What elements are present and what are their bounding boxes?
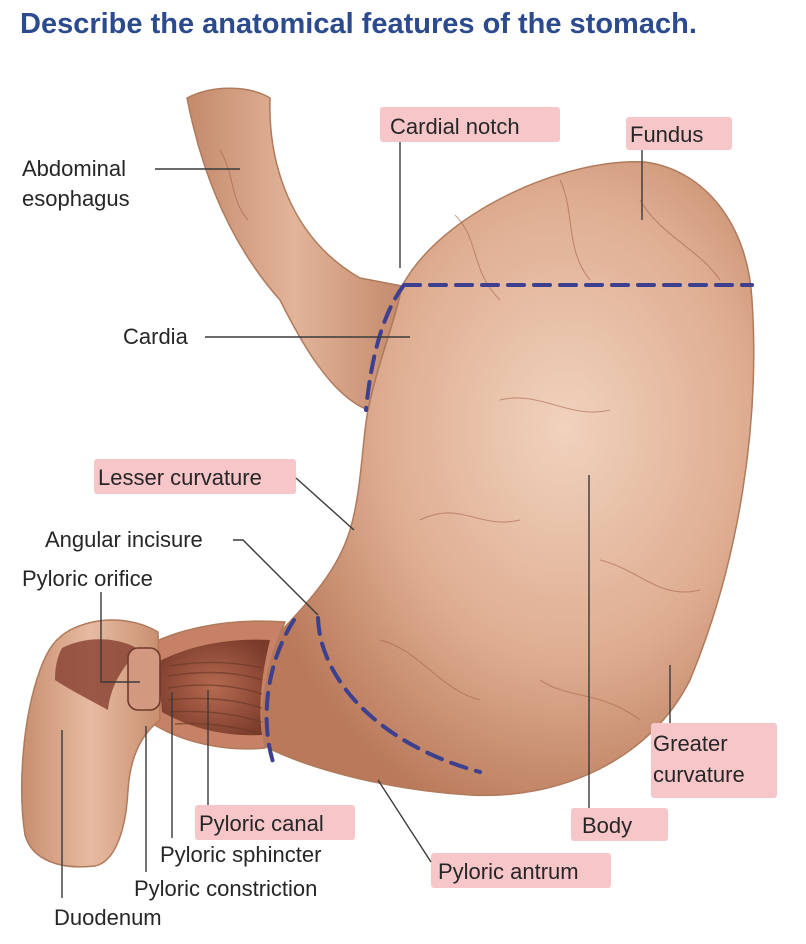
duodenum-lumen (55, 639, 140, 710)
label-highlights (94, 107, 777, 888)
label-pyloric-constriction: Pyloric constriction (134, 876, 317, 901)
label-pyloric-sphincter: Pyloric sphincter (160, 842, 321, 867)
label-lesser-curvature: Lesser curvature (98, 465, 262, 490)
label-pyloric-antrum: Pyloric antrum (438, 859, 579, 884)
page-title: Describe the anatomical features of the … (20, 8, 697, 40)
pyloric-sphincter-ring (127, 647, 161, 711)
highlight-fundus (626, 117, 732, 150)
label-fundus: Fundus (630, 122, 703, 147)
surface-veins (219, 149, 721, 721)
pylorus-boundary (264, 618, 296, 770)
leader-pyloric-orifice (100, 592, 140, 683)
label-cardial-notch: Cardial notch (390, 114, 520, 139)
cardia-boundary (364, 283, 406, 412)
highlight-greater-curvature (651, 723, 777, 798)
label-pyloric-orifice: Pyloric orifice (22, 566, 153, 591)
highlight-body (571, 808, 668, 841)
leader-lesser-curvature (295, 477, 355, 531)
label-body: Body (582, 813, 632, 838)
leader-lines (61, 142, 671, 898)
labels: Abdominal esophagus Cardial notch Fundus… (22, 114, 745, 930)
label-greater-curvature-1: Greater (653, 731, 728, 756)
label-angular-incisure: Angular incisure (45, 527, 203, 552)
stomach-body-shape (255, 161, 755, 797)
label-abdominal-esophagus-1: Abdominal (22, 156, 126, 181)
label-duodenum: Duodenum (54, 905, 162, 930)
antrum-boundary (316, 616, 482, 774)
highlight-pyloric-canal (195, 805, 355, 840)
label-pyloric-canal: Pyloric canal (199, 811, 324, 836)
label-cardia: Cardia (123, 324, 189, 349)
leader-pyloric-antrum (377, 779, 432, 863)
highlight-lesser-curvature (94, 459, 296, 494)
highlight-cardial-notch (380, 107, 560, 142)
leader-angular-incisure (233, 539, 319, 616)
highlight-pyloric-antrum (431, 853, 611, 888)
mucosal-folds (167, 661, 263, 735)
label-greater-curvature-2: curvature (653, 762, 745, 787)
label-abdominal-esophagus-2: esophagus (22, 186, 130, 211)
esophagus-shape (186, 87, 403, 412)
